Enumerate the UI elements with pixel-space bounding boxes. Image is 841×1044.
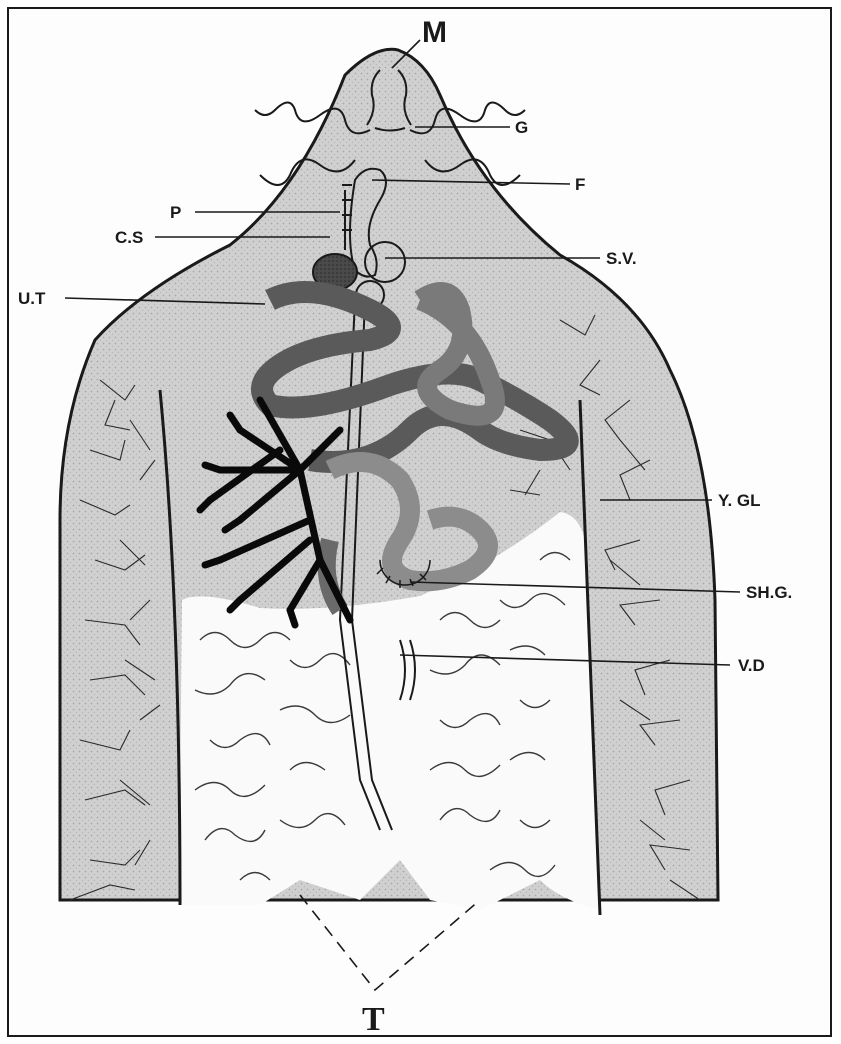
label-shg: SH.G. bbox=[746, 583, 792, 602]
label-vd: V.D bbox=[738, 656, 765, 675]
label-p: P bbox=[170, 203, 181, 222]
label-ut: U.T bbox=[18, 289, 46, 308]
label-g: G bbox=[515, 118, 528, 137]
label-sv: S.V. bbox=[606, 249, 637, 268]
label-cs: C.S bbox=[115, 228, 143, 247]
label-ygl: Y. GL bbox=[718, 491, 761, 510]
label-f: F bbox=[575, 175, 585, 194]
label-m: M bbox=[422, 16, 447, 49]
label-t: T bbox=[362, 1001, 385, 1038]
